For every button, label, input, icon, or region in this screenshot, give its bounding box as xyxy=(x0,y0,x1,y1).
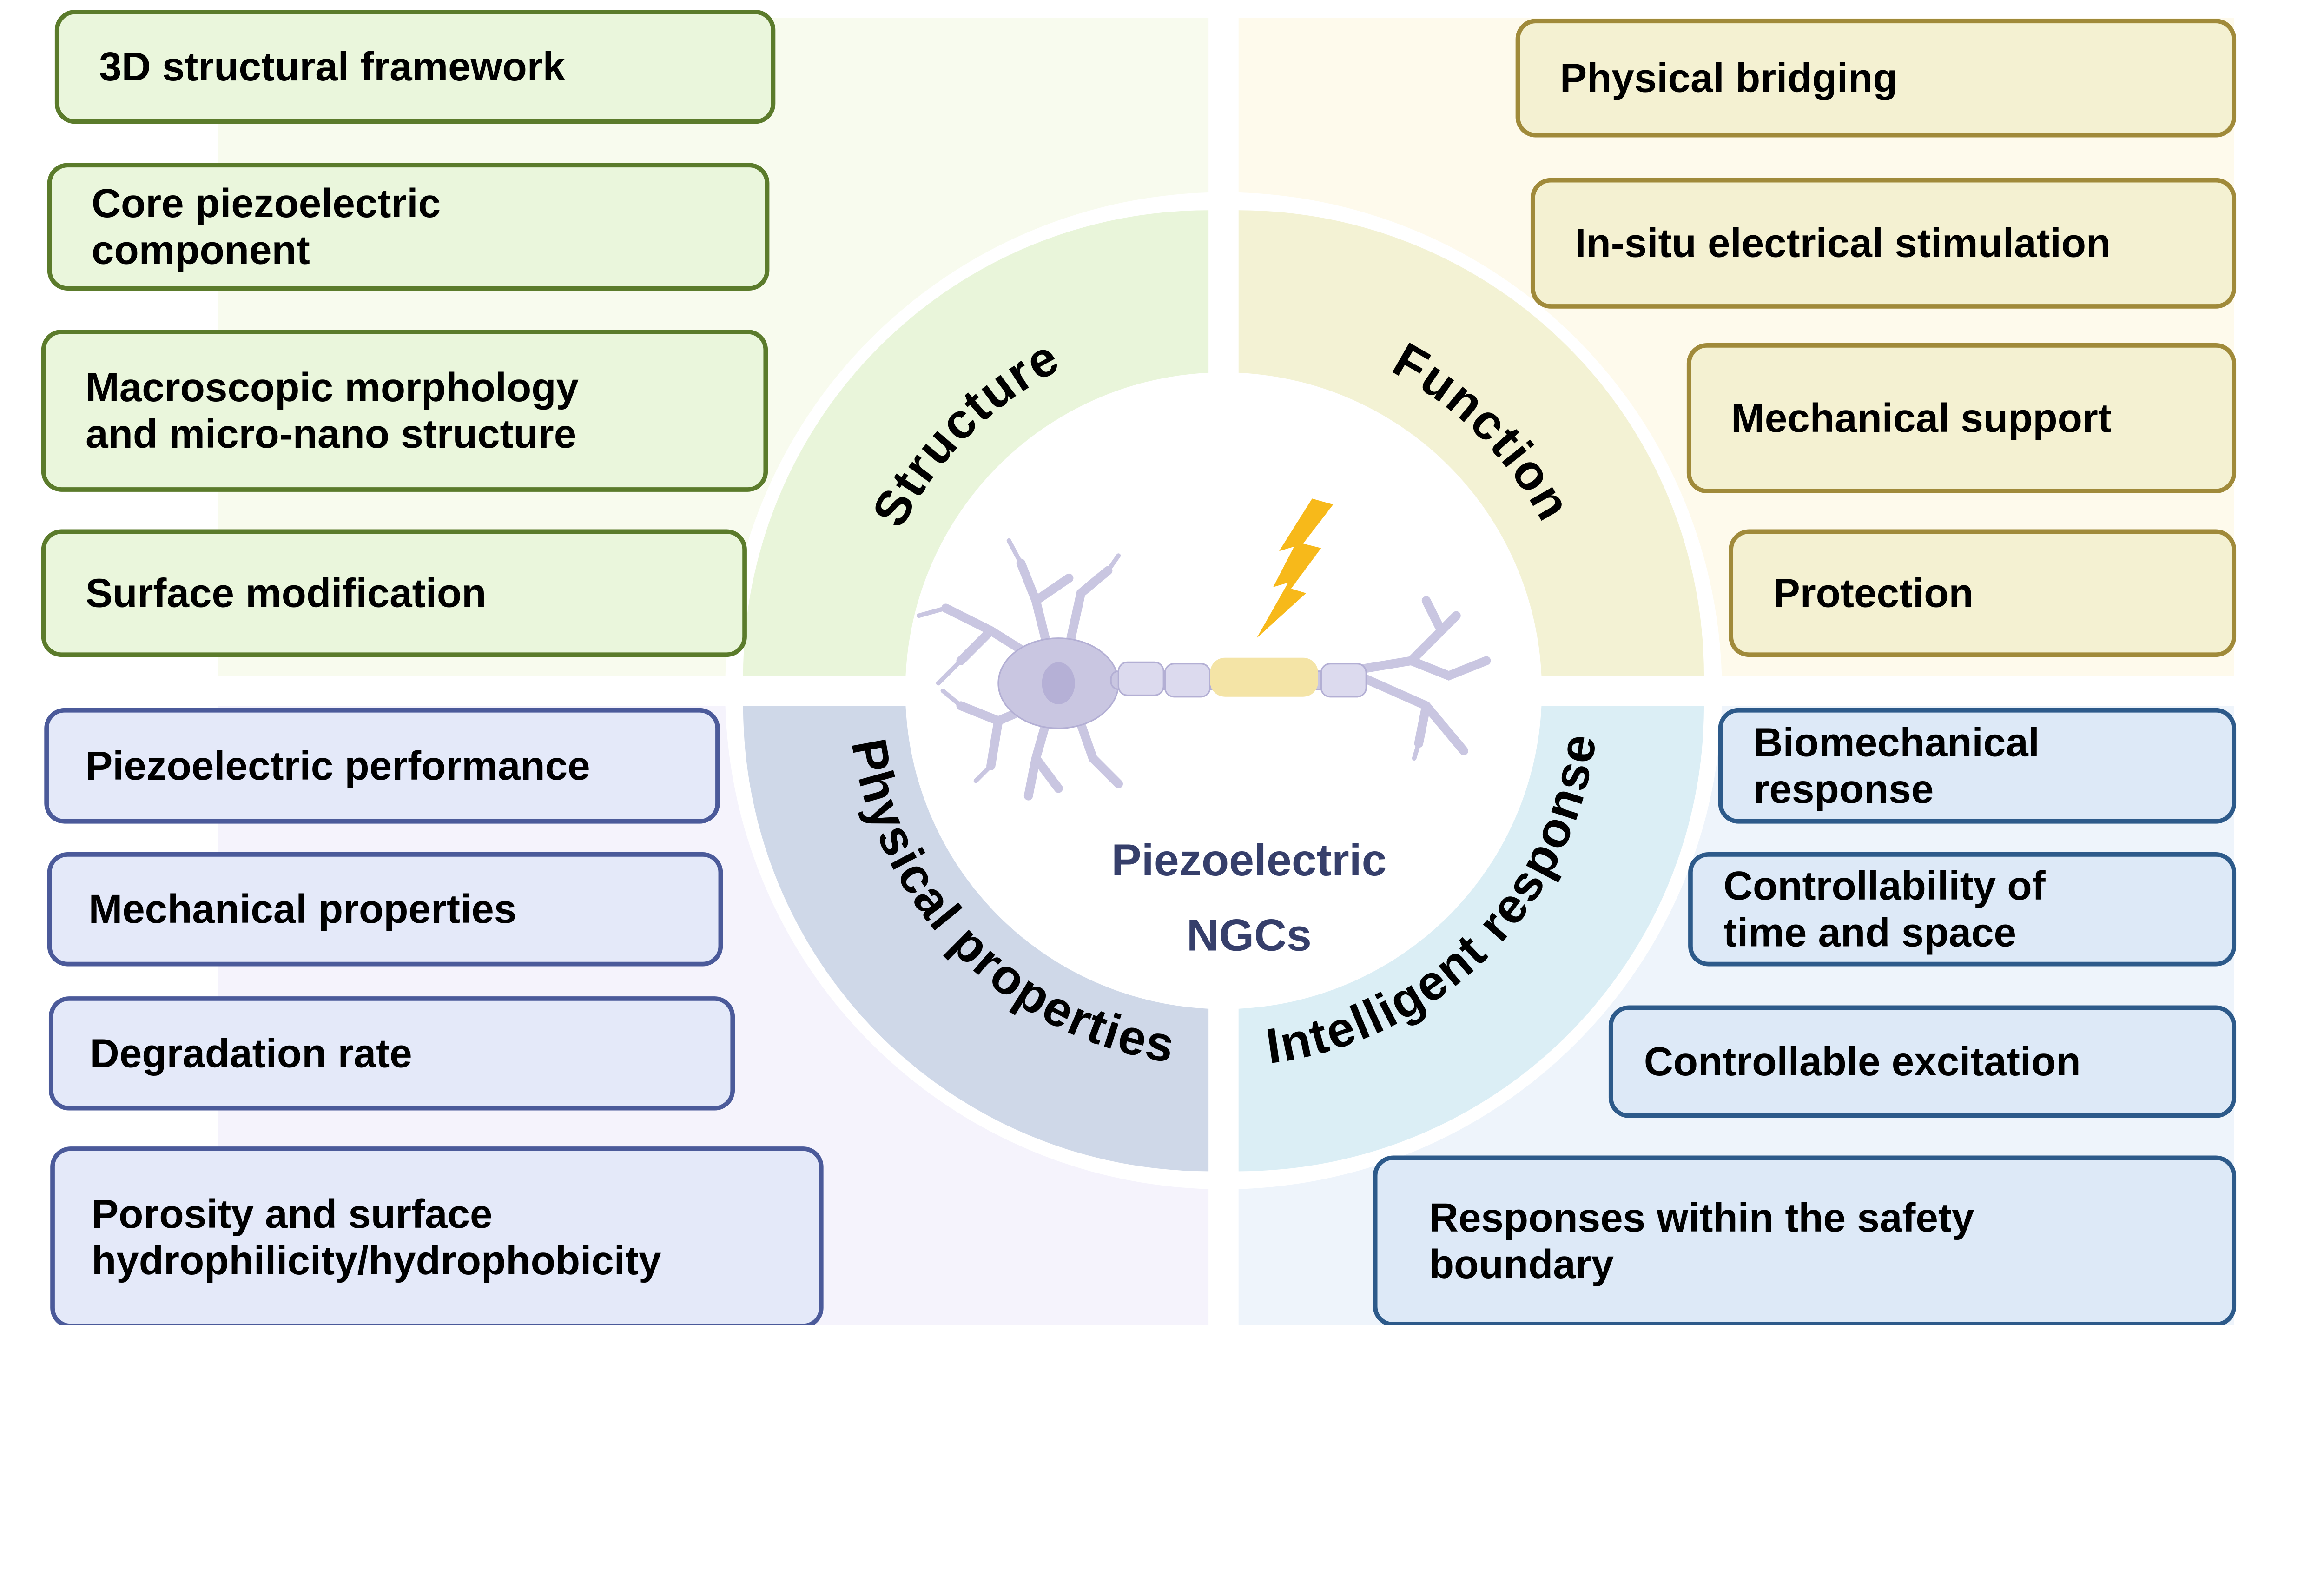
box-label: and micro-nano structure xyxy=(86,411,576,457)
box-label: In-situ electrical stimulation xyxy=(1575,221,2111,266)
box-label: Core piezoelectric xyxy=(92,181,441,226)
box-label: response xyxy=(1754,767,1934,812)
box-frame xyxy=(1608,1005,2237,1118)
center-title-line1: Piezoelectric xyxy=(1111,835,1386,885)
physical-box: Piezoelectric performance xyxy=(44,708,720,824)
box-label: Porosity and surface xyxy=(92,1192,492,1237)
box-frame xyxy=(1515,19,2237,138)
box-frame xyxy=(1718,708,2237,824)
physical-box: Porosity and surfacehydrophilicity/hydro… xyxy=(50,1146,824,1325)
box-label: Macroscopic morphology xyxy=(86,365,579,410)
box-frame xyxy=(47,852,723,967)
box-frame xyxy=(1688,852,2237,967)
box-label: Degradation rate xyxy=(90,1031,412,1076)
structure-box: 3D structural framework xyxy=(54,9,776,124)
box-label: Mechanical support xyxy=(1731,396,2112,441)
function-box: Mechanical support xyxy=(1686,343,2237,494)
structure-box: Surface modification xyxy=(41,529,747,657)
center-title-line2: NGCs xyxy=(1187,910,1312,961)
box-frame xyxy=(48,996,735,1111)
box-label: Physical bridging xyxy=(1560,55,1898,100)
physical-box: Degradation rate xyxy=(48,996,735,1111)
box-label: Surface modification xyxy=(86,570,486,616)
box-label: component xyxy=(92,227,310,272)
box-label: Mechanical properties xyxy=(89,887,517,932)
box-frame xyxy=(50,1146,824,1325)
box-frame xyxy=(1373,1155,2237,1325)
piezoelectric-ngc-diagram: Structure Function Physical properties I… xyxy=(41,9,2237,1325)
box-label: Protection xyxy=(1773,570,1974,616)
box-frame xyxy=(1686,343,2237,494)
function-box: Protection xyxy=(1729,529,2237,657)
neuron-icon xyxy=(916,538,1491,801)
box-label: Controllable excitation xyxy=(1644,1039,2081,1084)
box-frame xyxy=(44,708,720,824)
box-frame xyxy=(54,9,776,124)
box-frame xyxy=(1729,529,2237,657)
function-box: Physical bridging xyxy=(1515,19,2237,138)
lightning-bolt-icon xyxy=(1256,498,1334,638)
box-label: boundary xyxy=(1429,1242,1614,1287)
intelligent-box: Controllable excitation xyxy=(1608,1005,2237,1118)
box-label: Responses within the safety xyxy=(1429,1195,1974,1240)
piezoelectric-conduit xyxy=(1210,657,1318,697)
box-label: Biomechanical xyxy=(1754,720,2040,765)
box-frame xyxy=(47,163,770,291)
box-label: Piezoelectric performance xyxy=(86,743,590,788)
box-frame xyxy=(41,529,747,657)
box-label: Controllability of xyxy=(1723,863,2046,908)
box-frame xyxy=(1530,178,2237,309)
physical-box: Mechanical properties xyxy=(47,852,723,967)
box-label: 3D structural framework xyxy=(99,44,566,89)
function-box: In-situ electrical stimulation xyxy=(1530,178,2237,309)
box-frame xyxy=(41,329,768,492)
box-label: time and space xyxy=(1723,910,2016,955)
box-label: hydrophilicity/hydrophobicity xyxy=(92,1238,661,1283)
